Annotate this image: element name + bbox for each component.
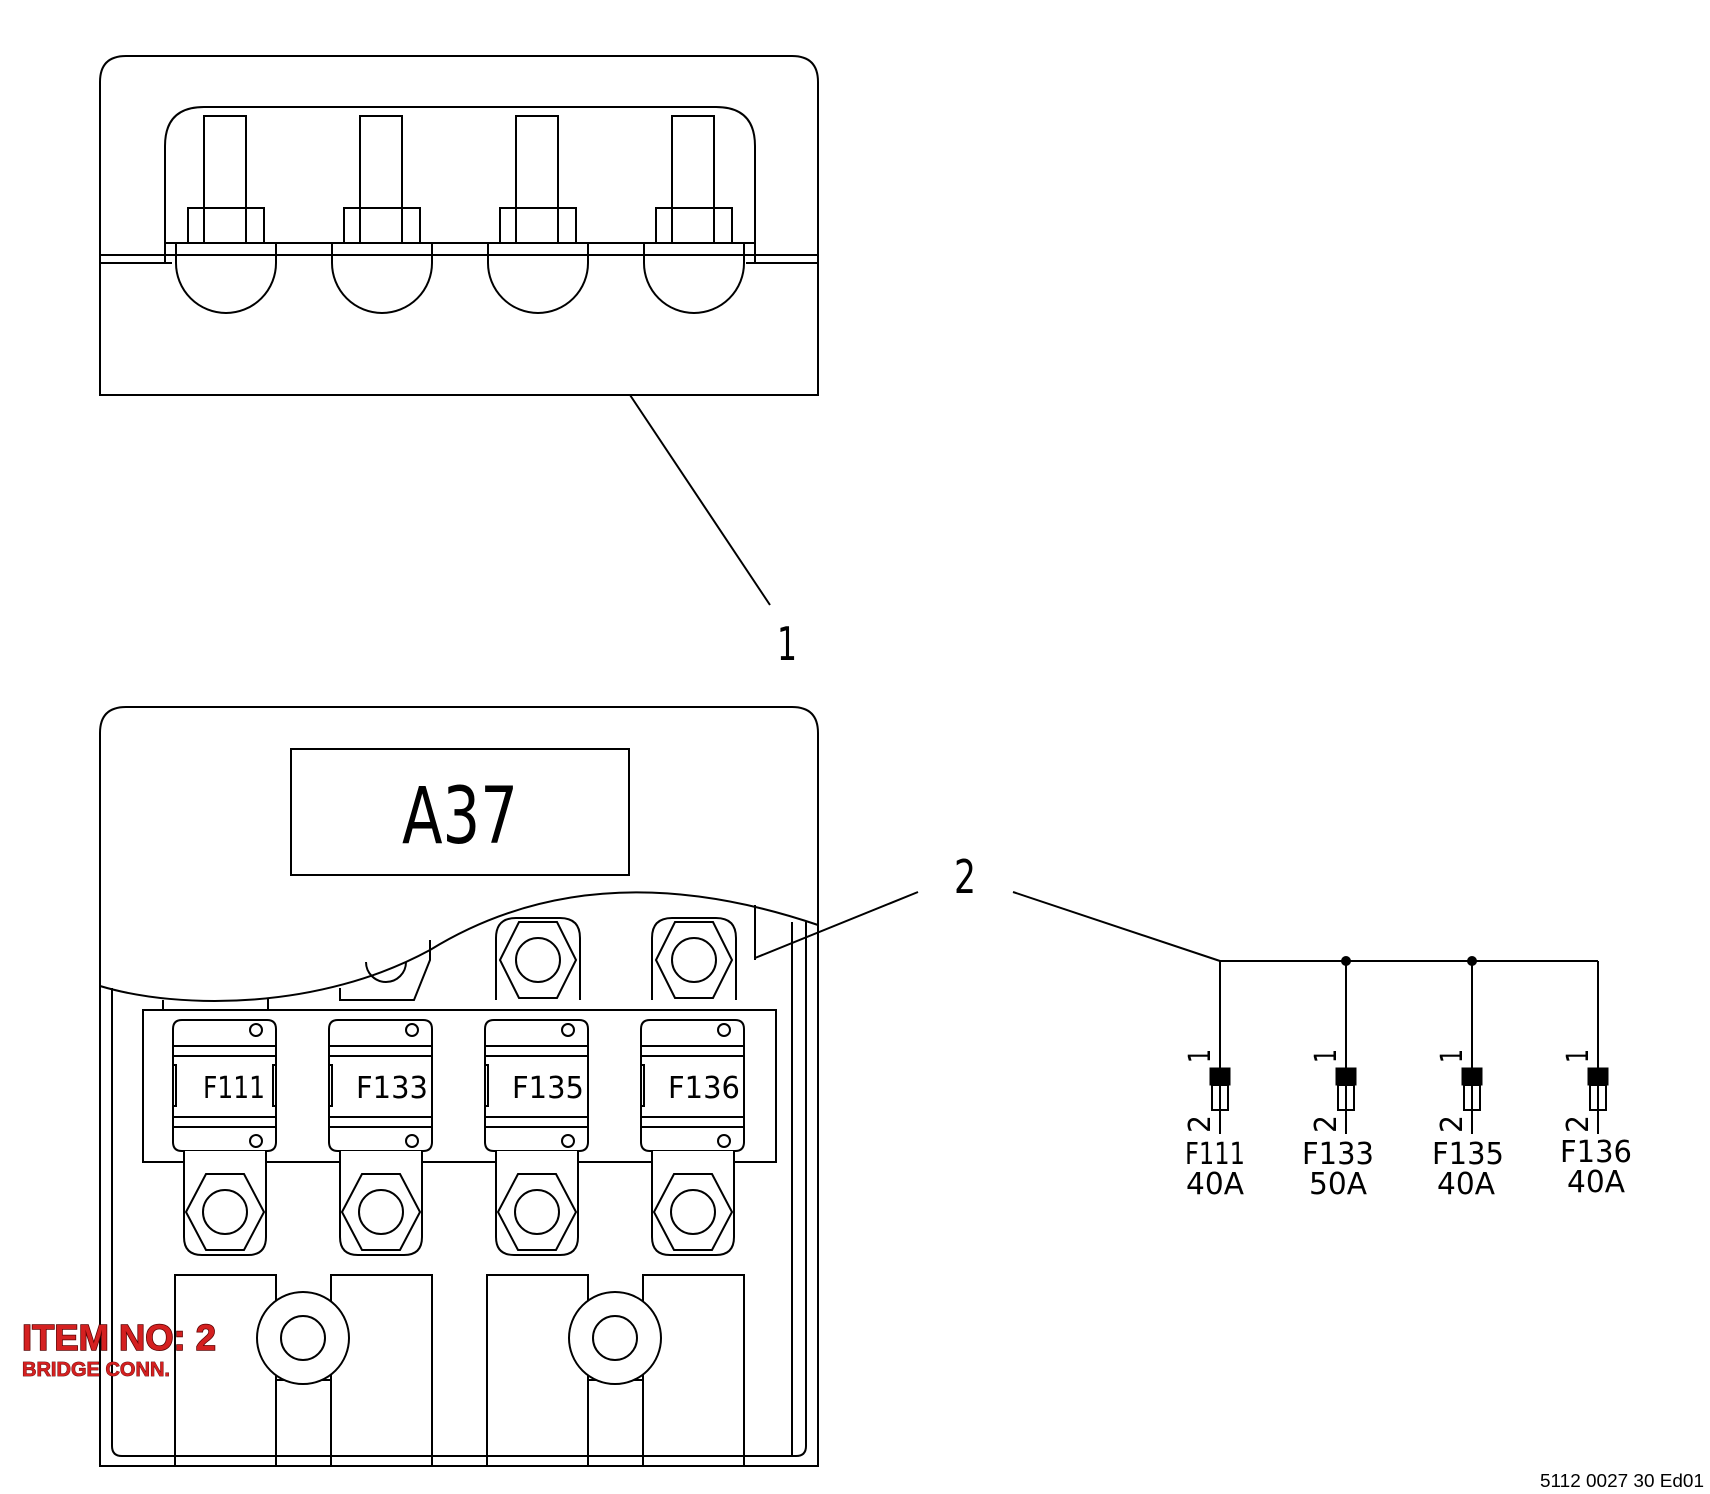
schematic-label-f133: F133 xyxy=(1302,1137,1374,1172)
fuse-label-f136: F136 xyxy=(668,1071,740,1106)
schematic-rating-f111: 40A xyxy=(1186,1167,1244,1202)
pin-1-label: 1 xyxy=(1309,1049,1344,1063)
label-plate: A37 xyxy=(290,748,630,876)
lower-stud-4 xyxy=(651,1151,735,1256)
item-number: ITEM NO: 2 xyxy=(22,1317,216,1358)
fuse-f135: F135 xyxy=(484,1019,589,1152)
fuse-label-f133: F133 xyxy=(356,1071,428,1106)
lower-stud-3 xyxy=(495,1151,579,1256)
fuse-schematic: 1 2 F111 40A 1 2 F133 50A 1 2 F135 40A xyxy=(1183,956,1632,1202)
item-description: BRIDGE CONN. xyxy=(22,1359,170,1381)
pin-1-label: 1 xyxy=(1183,1049,1218,1063)
terminal-stud-1 xyxy=(175,115,277,314)
callout-2: 2 xyxy=(954,850,976,904)
callout-1: 1 xyxy=(777,617,797,671)
lower-stud-2 xyxy=(339,1151,423,1256)
schematic-fuse-f135: 1 2 F135 40A xyxy=(1432,1049,1504,1202)
fuse-label-f111: F111 xyxy=(203,1071,265,1106)
document-id: 5112 0027 30 Ed01 xyxy=(1540,1471,1704,1491)
front-view-housing xyxy=(99,706,819,1467)
lower-stud-1 xyxy=(183,1151,267,1256)
cutaway-edge xyxy=(99,891,819,1002)
schematic-fuse-f111: 1 2 F111 40A xyxy=(1183,1049,1245,1202)
schematic-label-f136: F136 xyxy=(1560,1135,1632,1170)
schematic-rating-f136: 40A xyxy=(1567,1165,1625,1200)
pin-2-label: 2 xyxy=(1435,1115,1470,1133)
terminal-stud-2 xyxy=(331,115,433,314)
pin-2-label: 2 xyxy=(1183,1115,1218,1133)
leader-line-2-left xyxy=(754,891,919,959)
item-tag: ITEM NO: 2 BRIDGE CONN. xyxy=(21,1316,217,1381)
fuse-f136: F136 xyxy=(640,1019,745,1152)
lower-studs xyxy=(183,1151,735,1256)
upper-studs xyxy=(339,905,756,1001)
pin-1-label: 1 xyxy=(1435,1049,1470,1063)
pin-2-label: 2 xyxy=(1561,1115,1596,1133)
pin-1-label: 1 xyxy=(1561,1049,1596,1063)
terminal-stud-3 xyxy=(487,115,589,314)
schematic-fuse-f136: 1 2 F136 40A xyxy=(1560,1049,1632,1200)
module-label: A37 xyxy=(402,772,518,862)
schematic-label-f111: F111 xyxy=(1185,1137,1245,1172)
schematic-rating-f133: 50A xyxy=(1309,1167,1367,1202)
fuse-f133: F133 xyxy=(328,1019,433,1152)
schematic-fuse-f133: 1 2 F133 50A xyxy=(1302,1049,1374,1202)
schematic-rating-f135: 40A xyxy=(1437,1167,1495,1202)
terminal-stud-4 xyxy=(643,115,745,314)
leader-line-2-right xyxy=(1012,891,1221,962)
schematic-label-f135: F135 xyxy=(1432,1137,1504,1172)
top-view-terminals xyxy=(175,115,745,314)
leader-line-1 xyxy=(629,394,771,606)
bridge-connectors xyxy=(174,1274,745,1467)
fuse-f111: F111 xyxy=(172,1019,277,1152)
fuse-carrier xyxy=(142,1009,777,1163)
top-view-housing xyxy=(99,55,819,396)
fuse-label-f135: F135 xyxy=(512,1071,584,1106)
pin-2-label: 2 xyxy=(1309,1115,1344,1133)
